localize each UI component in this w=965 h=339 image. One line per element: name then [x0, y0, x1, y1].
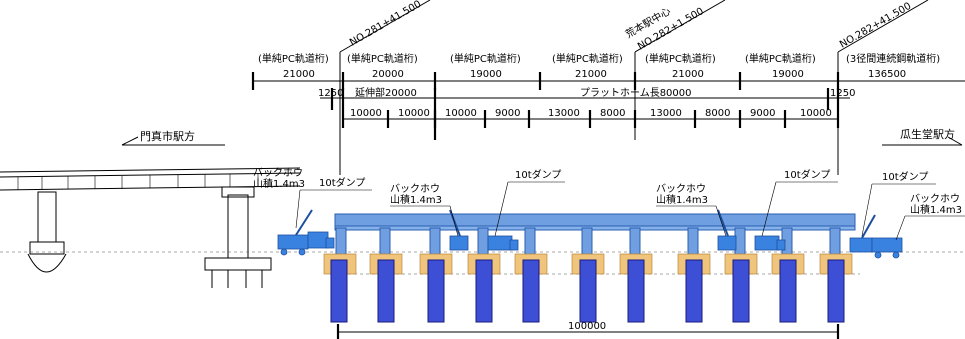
girder-length-2: 20000 [372, 69, 404, 80]
subspan-1: 10000 [350, 108, 382, 119]
subspan-row: 10000 10000 10000 9000 13000 8000 13000 … [341, 108, 840, 128]
direction-labels: 門真市駅方 瓜生堂駅方 [121, 127, 963, 146]
subspan-4: 9000 [495, 108, 520, 119]
girder-type-4: (単純PC軌道桁) [552, 52, 623, 65]
existing-viaduct [0, 167, 301, 288]
bottom-dimension-label: 100000 [568, 321, 606, 332]
subspan-8: 8000 [705, 108, 730, 119]
subspan-5: 13000 [548, 108, 580, 119]
backhoe-right-capacity: 山積1.4m3 [910, 203, 962, 216]
platform-row: 1250 延伸部20000 プラットホーム長80000 1250 [318, 86, 855, 140]
dump-mid2-machine [754, 235, 786, 251]
backhoe-mid2-capacity: 山積1.4m3 [656, 193, 708, 206]
girder-length-4: 21000 [575, 69, 607, 80]
backhoe-left-capacity: 山積1.4m3 [253, 177, 305, 190]
backhoe-left-machine [277, 209, 313, 256]
backhoe-mid1-capacity: 山積1.4m3 [390, 193, 442, 206]
backhoe-mid2-machine [717, 209, 737, 251]
bottom-dimension: 100000 [336, 321, 840, 339]
girder-type-6: (単純PC軌道桁) [745, 52, 816, 65]
backhoe-mid1-label: バックホウ [390, 183, 440, 195]
girder-length-7: 136500 [868, 69, 906, 80]
platform-length-dimension: プラットホーム長80000 [580, 87, 692, 99]
dump-left-label: 10tダンプ [319, 176, 365, 189]
dump-left-machine [307, 231, 335, 249]
girder-length-6: 19000 [772, 69, 804, 80]
direction-left-label: 門真市駅方 [140, 129, 195, 143]
left-gap-dimension: 1250 [318, 88, 343, 99]
dump-mid2-label: 10tダンプ [784, 168, 830, 181]
backhoe-mid2-label: バックホウ [656, 183, 706, 195]
piles [330, 259, 845, 323]
girder-type-1: (単純PC軌道桁) [258, 52, 329, 65]
subspan-10: 10000 [800, 108, 832, 119]
equipment-labels: バックホウ 山積1.4m3 10tダンプ バックホウ 山積1.4m3 10tダン… [253, 167, 965, 241]
girder-length-1: 21000 [283, 69, 315, 80]
station-no281-label: NO.281+41.500 [348, 0, 423, 49]
dump-mid1-machine [487, 235, 519, 251]
dump-right-label: 10tダンプ [882, 170, 928, 183]
station-no282-end-label: NO.282+41.500 [838, 1, 913, 51]
backhoe-mid1-machine [449, 209, 469, 251]
backhoe-right-machine [871, 237, 903, 259]
subspan-6: 8000 [600, 108, 625, 119]
girder-type-5: (単純PC軌道桁) [645, 52, 716, 65]
subspan-3: 10000 [445, 108, 477, 119]
dump-mid1-label: 10tダンプ [515, 168, 561, 181]
subspan-9: 9000 [750, 108, 775, 119]
girder-length-5: 21000 [672, 69, 704, 80]
subspan-2: 10000 [398, 108, 430, 119]
direction-right-label: 瓜生堂駅方 [900, 127, 955, 141]
girder-length-3: 19000 [470, 69, 502, 80]
extension-dimension: 延伸部20000 [355, 86, 417, 99]
new-viaduct [334, 213, 856, 259]
girder-span-row: (単純PC軌道桁) 21000 (単純PC軌道桁) 20000 (単純PC軌道桁… [251, 52, 965, 90]
right-gap-dimension: 1250 [830, 88, 855, 99]
backhoe-right-label: バックホウ [910, 193, 960, 205]
girder-type-7: (3径間連続鋼軌道桁) [846, 52, 940, 65]
subspan-7: 13000 [650, 108, 682, 119]
backhoe-left-label: バックホウ [253, 167, 303, 179]
girder-type-3: (単純PC軌道桁) [450, 52, 521, 65]
girder-type-2: (単純PC軌道桁) [347, 52, 418, 65]
